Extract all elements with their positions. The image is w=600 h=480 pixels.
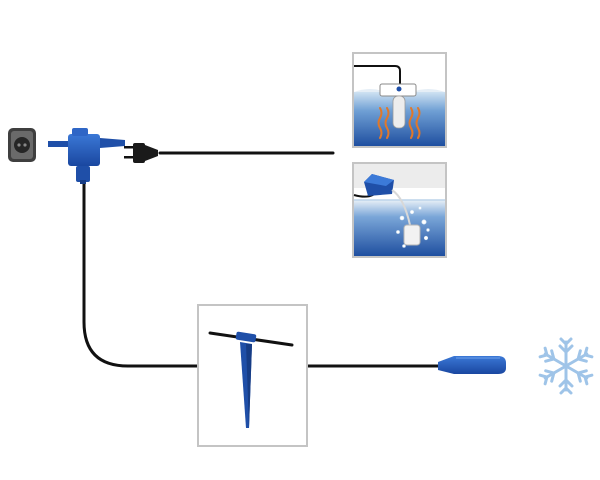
temperature-probe-icon bbox=[438, 356, 506, 374]
power-socket-icon bbox=[8, 128, 36, 162]
cables bbox=[82, 151, 442, 368]
plug-adapter-icon bbox=[48, 128, 125, 184]
heat-waves bbox=[377, 107, 421, 139]
pond-aerator-panel bbox=[352, 162, 447, 258]
temperature-sensor-stake-panel bbox=[197, 304, 308, 447]
power-plug-icon bbox=[124, 143, 158, 163]
ground-stake-sensor-icon bbox=[208, 331, 294, 428]
air-bubbles bbox=[396, 206, 430, 248]
pond-heater-icon bbox=[354, 65, 417, 129]
pond-heater-panel bbox=[352, 52, 447, 148]
air-pump-icon bbox=[353, 174, 430, 248]
adapter-to-stake-cable bbox=[82, 178, 200, 368]
snowflake-icon bbox=[538, 337, 594, 395]
